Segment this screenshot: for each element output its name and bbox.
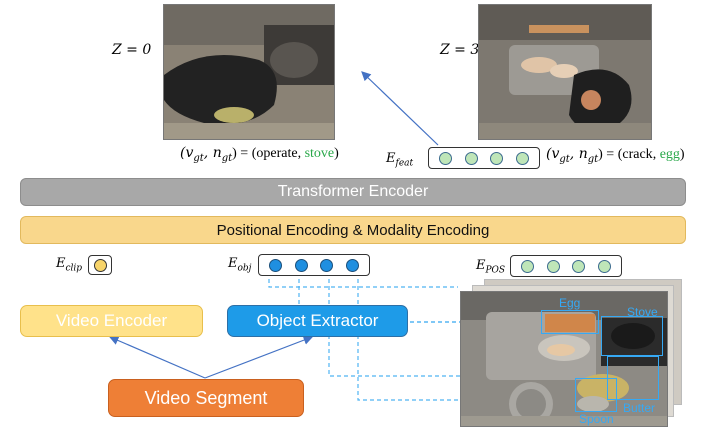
tuple-right-mid: , n xyxy=(569,146,588,162)
pos-token xyxy=(572,259,586,273)
e-pos-tokens xyxy=(510,255,622,277)
pos-token xyxy=(546,259,560,273)
e-clip-label: Eclip xyxy=(56,256,82,274)
obj-token xyxy=(294,258,308,272)
e-obj-label: Eobj xyxy=(228,256,251,274)
transformer-encoder-bar: Transformer Encoder xyxy=(20,178,686,206)
feat-token xyxy=(464,151,478,165)
pos-token xyxy=(597,259,611,273)
video-segment-box: Video Segment xyxy=(108,379,304,417)
tuple-right-comma: , xyxy=(652,147,660,162)
frame-left-image xyxy=(163,4,335,140)
tuple-right-sub2: gt xyxy=(587,153,599,165)
tuple-left-verb: operate xyxy=(256,146,298,161)
object-extractor-label: Object Extractor xyxy=(256,311,379,330)
obj-connector-3 xyxy=(328,272,478,377)
tuple-right-noun: egg xyxy=(659,147,680,162)
tuple-left-open: (v xyxy=(180,145,194,161)
e-feat-tokens xyxy=(428,147,540,169)
feat-token xyxy=(439,151,453,165)
solid-arrows xyxy=(108,71,439,379)
obj-token xyxy=(345,258,359,272)
tuple-right-sub1: gt xyxy=(559,153,570,165)
e-pos-base: E xyxy=(476,258,486,273)
positional-encoding-bar: Positional Encoding & Modality Encoding xyxy=(20,216,686,244)
frame-right-image xyxy=(478,4,652,140)
video-encoder-box: Video Encoder xyxy=(20,305,203,337)
e-obj-base: E xyxy=(228,256,238,271)
transformer-encoder-label: Transformer Encoder xyxy=(277,183,429,200)
e-feat-label: Efeat xyxy=(386,151,413,169)
bbox-butter-label: Butter xyxy=(623,401,656,415)
bbox-stove xyxy=(601,316,663,356)
e-clip-sub: clip xyxy=(65,263,83,274)
tuple-right-eq: ) = ( xyxy=(598,147,623,162)
tuple-right-caption: (vgt, ngt) = (crack, egg) xyxy=(546,146,685,165)
tuple-right-open: (v xyxy=(546,146,560,162)
frame-left-label: Z = 0 xyxy=(112,42,152,58)
tuple-left-comma: , xyxy=(297,146,305,161)
tuple-right-verb: crack xyxy=(622,147,653,162)
feat-token xyxy=(490,151,504,165)
e-feat-base: E xyxy=(386,151,396,166)
tuple-left-sub1: gt xyxy=(193,152,204,164)
clip-token xyxy=(93,258,107,272)
bbox-egg-label: Egg xyxy=(559,296,581,310)
feat-token xyxy=(515,151,529,165)
object-extractor-box: Object Extractor xyxy=(227,305,408,337)
frame-right-label: Z = 3 xyxy=(440,42,480,58)
e-pos-label: EPOS xyxy=(476,258,505,276)
e-obj-sub: obj xyxy=(237,263,252,274)
video-encoder-label: Video Encoder xyxy=(55,311,168,330)
arrow-segment-to-encoder xyxy=(108,335,206,379)
arrow-feat-to-frame xyxy=(361,71,439,146)
video-segment-label: Video Segment xyxy=(144,387,268,408)
e-feat-sub: feat xyxy=(395,158,414,169)
e-obj-tokens xyxy=(258,254,370,276)
e-clip-tokens xyxy=(88,255,112,275)
bbox-stove-label: Stove xyxy=(627,305,658,319)
tuple-left-eq: ) = ( xyxy=(232,146,257,161)
tuple-right-close: ) xyxy=(679,147,685,162)
bbox-egg xyxy=(541,310,599,334)
tuple-left-close: ) xyxy=(334,146,339,161)
arrow-segment-to-extractor xyxy=(204,335,314,379)
e-clip-base: E xyxy=(56,256,66,271)
obj-token xyxy=(320,258,334,272)
tuple-left-sub2: gt xyxy=(221,152,233,164)
tuple-left-caption: (vgt, ngt) = (operate, stove) xyxy=(180,145,339,164)
tuple-left-mid: , n xyxy=(203,145,222,161)
obj-connector-1 xyxy=(268,272,458,288)
pos-token xyxy=(521,259,535,273)
tuple-left-noun: stove xyxy=(304,146,335,161)
bbox-spoon xyxy=(575,378,617,412)
obj-token xyxy=(269,258,283,272)
positional-encoding-label: Positional Encoding & Modality Encoding xyxy=(216,221,490,239)
bbox-spoon-label: Spoon xyxy=(579,412,614,426)
e-pos-sub: POS xyxy=(485,265,506,276)
stacked-frame-front: Egg Stove Butter Spoon xyxy=(460,291,668,427)
